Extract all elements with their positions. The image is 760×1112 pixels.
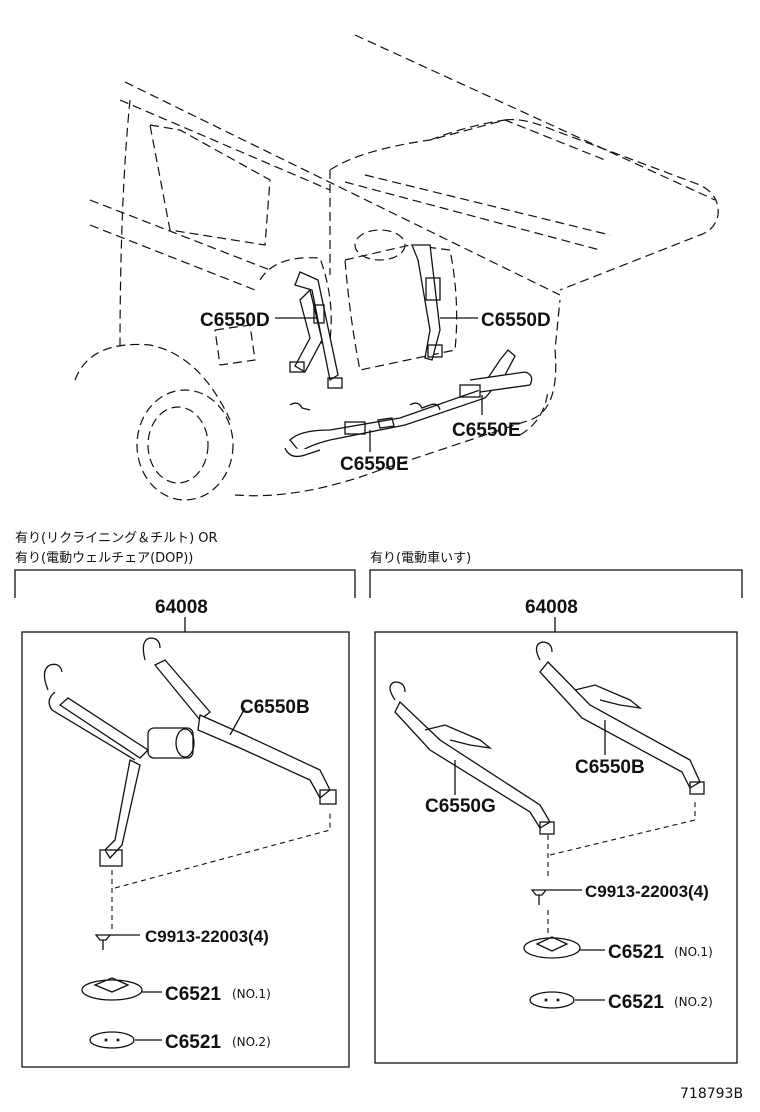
vehicle-straps: [284, 244, 533, 458]
left-caption-line2: 有り(電動ウェルチェア(DOP)): [15, 551, 193, 566]
left-strap-assembly: [43, 637, 337, 867]
right-anchor-no1-icon: [523, 936, 581, 959]
left-callout-c6521-no1: C6521: [165, 984, 221, 1005]
top-callouts: C6550D C6550D C6550E C6550E: [200, 310, 551, 475]
right-assembly-number: 64008: [525, 597, 578, 618]
left-anchor-no1-icon: [81, 977, 143, 1001]
callout-c6550d-right: C6550D: [481, 310, 551, 331]
callout-c6550d-left: C6550D: [200, 310, 270, 331]
right-bolt-icon: [530, 889, 548, 905]
left-bolt-icon: [94, 934, 112, 950]
right-callout-c6550g: C6550G: [425, 796, 496, 817]
right-parts-box: [374, 631, 738, 1064]
left-caption-line1: 有り(リクライニング＆チルト) OR: [15, 531, 218, 546]
left-parts-box: [21, 631, 350, 1068]
callout-c6550e-right: C6550E: [452, 420, 521, 441]
left-panel: 有り(リクライニング＆チルト) OR 有り(電動ウェルチェア(DOP)) 640…: [14, 531, 356, 1068]
right-strap-assembly: [389, 641, 705, 835]
left-assembly-number: 64008: [155, 597, 208, 618]
vehicle-rear-illustration: [74, 34, 719, 501]
left-note-no1: (NO.1): [232, 987, 271, 1001]
right-callout-bolt: C9913-22003(4): [585, 882, 709, 901]
right-callout-c6521-no1: C6521: [608, 942, 664, 963]
left-note-no2: (NO.2): [232, 1035, 271, 1049]
right-caption: 有り(電動車いす): [370, 551, 471, 566]
right-anchor-no2-icon: [529, 991, 575, 1009]
right-callout-c6521-no2: C6521: [608, 992, 664, 1013]
left-anchor-no2-icon: [89, 1031, 135, 1049]
left-callout-c6550b: C6550B: [240, 697, 310, 718]
figure-id: 718793B: [680, 1086, 743, 1102]
left-callout-bolt: C9913-22003(4): [145, 927, 269, 946]
right-callout-c6550b: C6550B: [575, 757, 645, 778]
right-panel: 有り(電動車いす) 64008 C6550G C6550B C9913-2200…: [369, 551, 743, 1064]
left-callout-c6521-no2: C6521: [165, 1032, 221, 1053]
right-note-no1: (NO.1): [674, 945, 713, 959]
right-note-no2: (NO.2): [674, 995, 713, 1009]
callout-c6550e-left: C6550E: [340, 454, 409, 475]
